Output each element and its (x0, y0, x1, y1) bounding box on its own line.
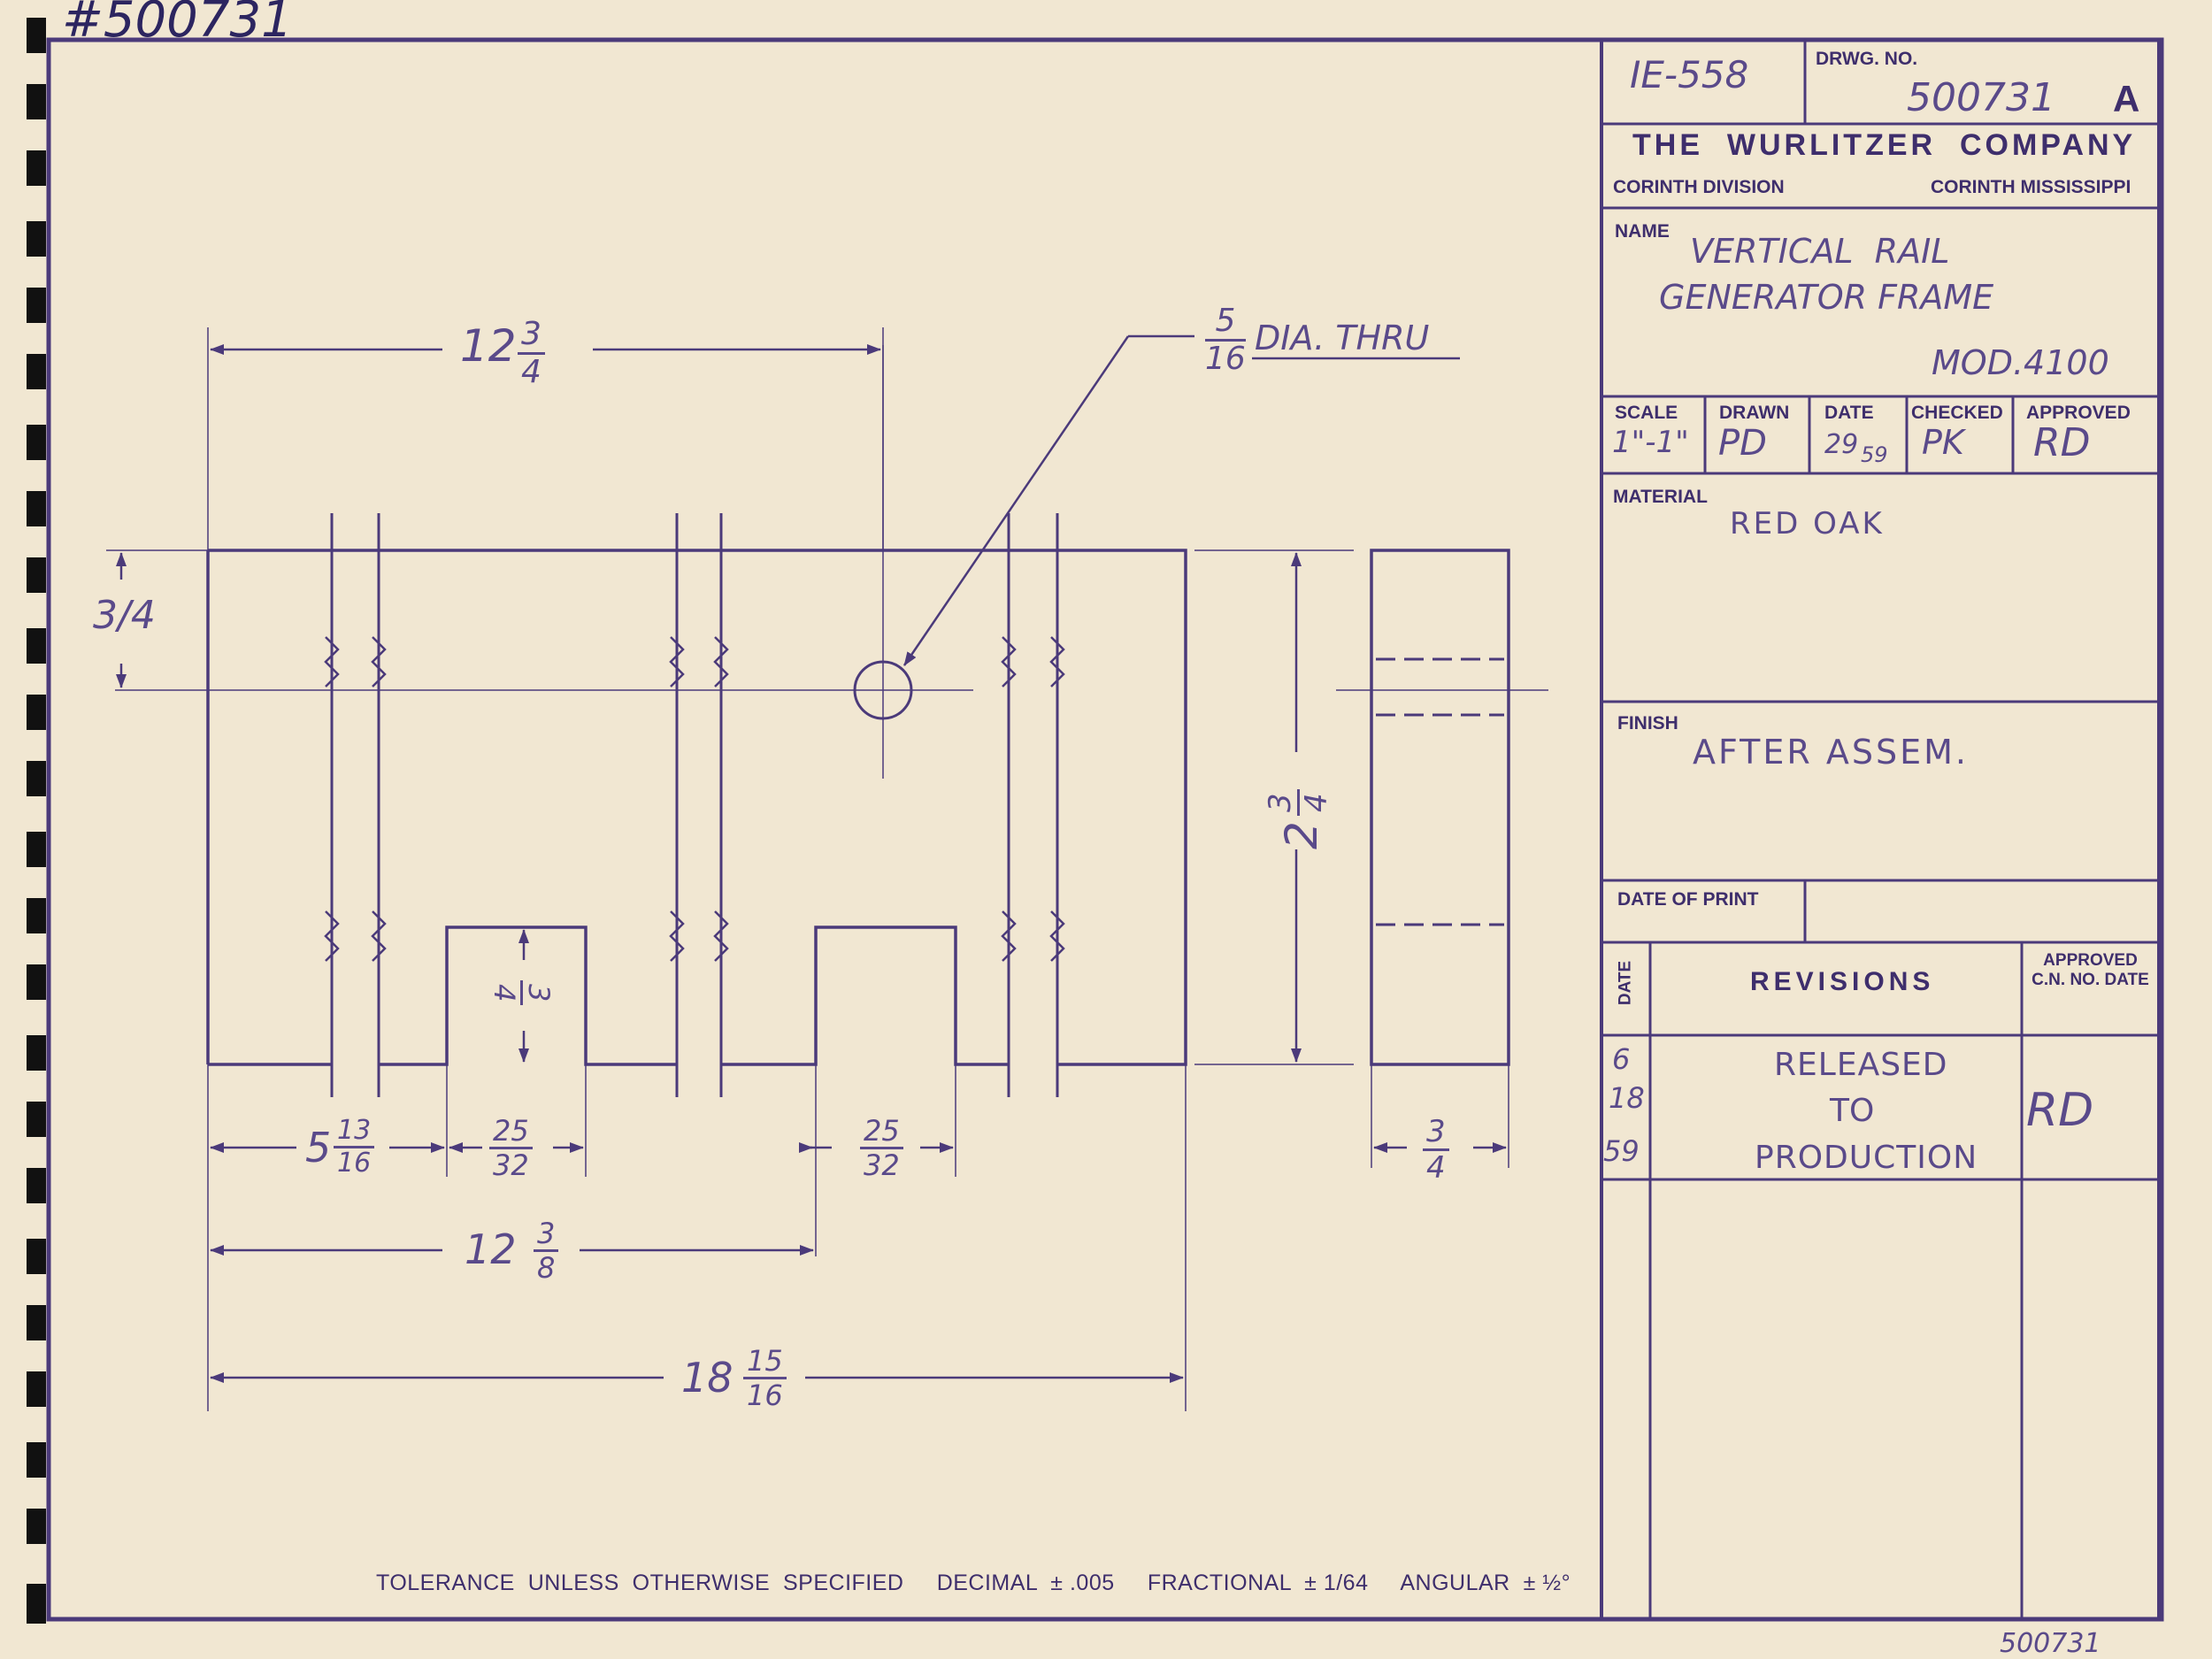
binding-hole-strip (27, 18, 46, 1624)
dim-den: 4 (1426, 1150, 1446, 1186)
dim-den: 4 (521, 354, 541, 390)
dim-whole: 18 (681, 1354, 733, 1402)
name-line-1: VERTICAL RAIL (1690, 232, 1950, 271)
revision-text-1: RELEASED (1774, 1047, 1948, 1083)
date-year: 59 (1861, 442, 1888, 467)
dim-height: 2 3 4 (1256, 761, 1345, 849)
drwg-no-label: DRWG. NO. (1816, 49, 1918, 69)
name-line-2: GENERATOR FRAME (1659, 278, 1994, 317)
finish-label: FINISH (1617, 713, 1678, 733)
dim-num: 3 (1263, 789, 1300, 816)
dim-den: 16 (1205, 341, 1246, 377)
checked-value: PK (1922, 423, 1964, 462)
tolerance-note: TOLERANCE UNLESS OTHERWISE SPECIFIED DEC… (376, 1571, 1571, 1595)
revision-date-day: 18 (1609, 1081, 1645, 1115)
dim-num: 25 (860, 1117, 903, 1149)
finish-value: AFTER ASSEM. (1693, 733, 1970, 772)
sheet-border (46, 37, 2164, 1622)
dim-whole: 2 (1276, 821, 1327, 849)
dim-whole: 5 (305, 1124, 332, 1171)
drawn-label: DRAWN (1719, 403, 1790, 423)
company-name: THE WURLITZER COMPANY (1632, 128, 2137, 162)
drwg-no: 500731 (1907, 75, 2055, 120)
approved-label: APPROVED (2026, 403, 2131, 423)
dim-left-height: 3/4 (93, 593, 156, 638)
revision-date-month: 6 (1612, 1042, 1631, 1076)
dim-num: 15 (743, 1347, 787, 1379)
revisions-date-label: DATE (1616, 960, 1635, 1006)
front-view-outline (206, 549, 1187, 1066)
name-label: NAME (1615, 221, 1670, 242)
dim-den: 4 (1299, 793, 1334, 812)
approved-value: RD (2033, 420, 2091, 465)
dim-den: 4 (488, 984, 521, 1002)
footer-number: 500731 (2000, 1628, 2101, 1659)
revision-approved: RD (2026, 1084, 2094, 1137)
hole-note-text: DIA. THRU (1255, 319, 1430, 357)
file-number: IE-558 (1630, 53, 1749, 96)
dim-num: 13 (334, 1118, 375, 1148)
date-of-print-label: DATE OF PRINT (1617, 889, 1759, 910)
material-value: RED OAK (1730, 506, 1885, 541)
dim-num: 5 (1205, 305, 1246, 342)
drawn-value: PD (1718, 423, 1767, 464)
date-label: DATE (1824, 403, 1874, 423)
side-view-outline (1370, 549, 1510, 1066)
dim-num: 3 (534, 1219, 559, 1252)
dim-den: 8 (537, 1251, 556, 1285)
dim-whole: 12 (460, 320, 517, 372)
date-day: 29 (1824, 429, 1859, 460)
revision-letter: A (2113, 78, 2140, 119)
scale-value: 1"-1" (1612, 425, 1689, 460)
dim-num: 3 (1423, 1117, 1449, 1151)
corner-number: #500731 (62, 0, 293, 49)
material-label: MATERIAL (1613, 487, 1708, 507)
revisions-header: REVISIONS (1750, 967, 1935, 996)
company-location: CORINTH MISSISSIPPI (1931, 177, 2131, 197)
scale-label: SCALE (1615, 403, 1678, 423)
dim-num: 3 (520, 980, 556, 1006)
dim-whole: 12 (465, 1225, 517, 1273)
dim-den: 16 (747, 1379, 783, 1412)
revision-date-year: 59 (1603, 1134, 1640, 1168)
revision-text-3: PRODUCTION (1755, 1140, 1978, 1176)
revision-text-2: TO (1830, 1093, 1875, 1129)
dim-den: 32 (493, 1148, 529, 1182)
dim-num: 3 (518, 319, 545, 355)
model-number: MOD.4100 (1932, 343, 2109, 382)
company-division: CORINTH DIVISION (1613, 177, 1785, 197)
dim-notch-depth: 3 4 (482, 964, 556, 1035)
dim-num: 25 (489, 1117, 533, 1149)
checked-label: CHECKED (1911, 403, 2003, 423)
revisions-approved-header: APPROVED C.N. NO. DATE (2032, 951, 2149, 989)
dim-den: 16 (337, 1148, 372, 1179)
dim-den: 32 (864, 1148, 900, 1182)
